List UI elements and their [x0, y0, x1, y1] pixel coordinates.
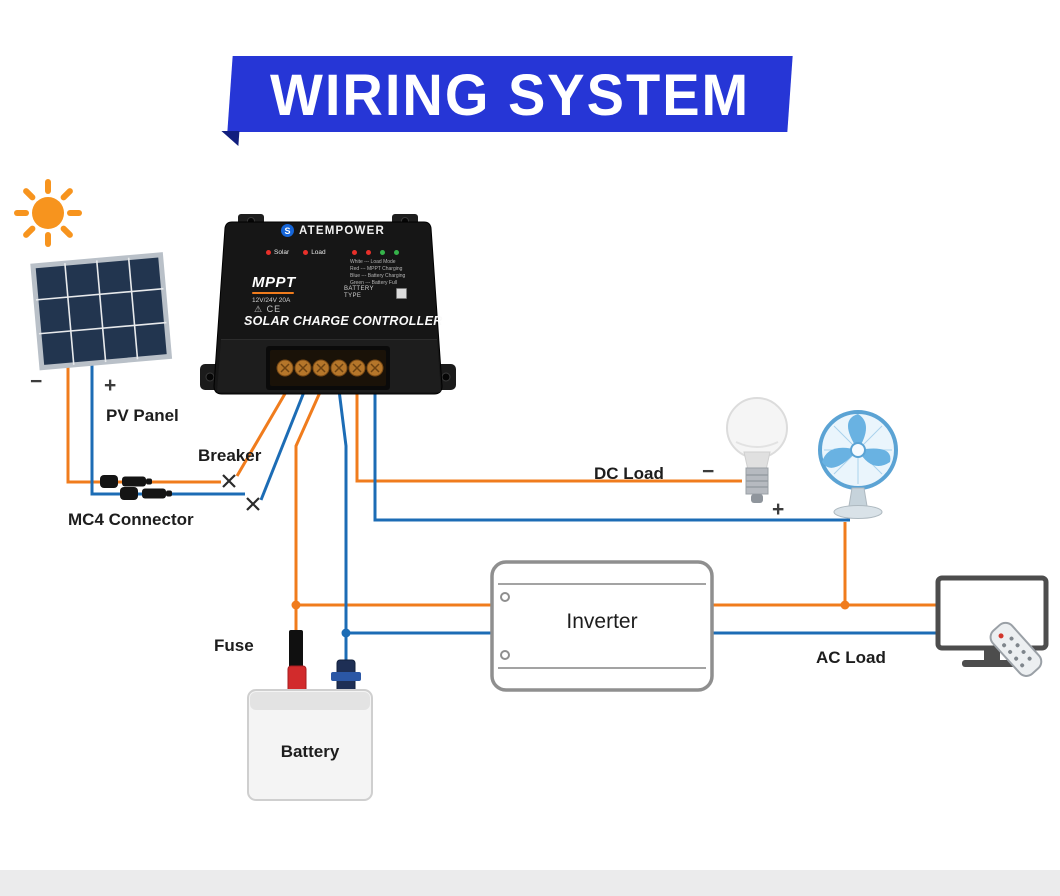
banner: WIRING SYSTEM [227, 56, 793, 132]
inverter-graphic [490, 560, 714, 692]
terminal-screws [276, 359, 384, 377]
dc-load-label: DC Load [594, 464, 664, 483]
battery-type-button[interactable] [396, 288, 407, 299]
wires-blue [90, 356, 938, 678]
certification-marks: ⚠ CE [254, 304, 282, 314]
led-load: Load [303, 249, 326, 256]
fan-graphic [818, 410, 898, 519]
footer-strip [0, 870, 1060, 896]
light-bulb-graphic [726, 397, 788, 503]
pv-panel-label: PV Panel [106, 406, 179, 425]
status-led-cluster [352, 250, 399, 255]
mppt-underline [252, 292, 294, 294]
battery-type-label: BATTERY TYPE [344, 286, 374, 299]
load-led-icon [303, 250, 309, 255]
controller-title: SOLAR CHARGE CONTROLLER [244, 314, 443, 328]
controller-brand-row: S ATEMPOWER [258, 224, 408, 237]
inverter-label: Inverter [566, 610, 638, 633]
panel-minus-sign: − [30, 370, 43, 393]
brand-name: ATEMPOWER [299, 224, 385, 237]
solar-panel-graphic [30, 252, 173, 371]
mc4-connector-label: MC4 Connector [68, 510, 194, 529]
ac-load-label: AC Load [816, 648, 886, 667]
tv-graphic [935, 575, 1049, 677]
mppt-block: MPPT 12V/24V 20A [252, 274, 296, 304]
fuse-label: Fuse [214, 636, 254, 655]
controller-led-legend: White --- Load Mode Red --- MPPT Chargin… [350, 259, 406, 286]
brand-logo-icon: S [281, 224, 294, 237]
status-led-icon [380, 250, 385, 255]
fuse-graphic [289, 630, 303, 668]
breaker-icon [222, 474, 260, 511]
status-led-icon [394, 250, 399, 255]
controller-rating: 12V/24V 20A [252, 297, 291, 304]
charge-controller-graphic [200, 214, 456, 395]
battery-label: Battery [280, 742, 340, 761]
solar-led-icon [266, 250, 271, 255]
wires-orange [66, 360, 938, 688]
mc4-connector-icon [100, 475, 172, 500]
page-title: WIRING SYSTEM [269, 60, 751, 128]
mppt-logo: MPPT [252, 274, 296, 291]
status-led-icon [366, 250, 371, 255]
dc-plus-sign: + [772, 498, 785, 521]
status-led-icon [352, 250, 357, 255]
breaker-label: Breaker [198, 446, 262, 465]
led-solar: Solar [266, 249, 289, 256]
battery-graphic [247, 659, 373, 801]
controller-led-row: Solar Load [266, 249, 326, 256]
panel-plus-sign: + [104, 374, 117, 397]
dc-minus-sign: − [702, 460, 715, 483]
remote-control-icon [989, 621, 1043, 677]
wire-junction-dots [291, 600, 850, 638]
sun-icon [14, 179, 82, 247]
